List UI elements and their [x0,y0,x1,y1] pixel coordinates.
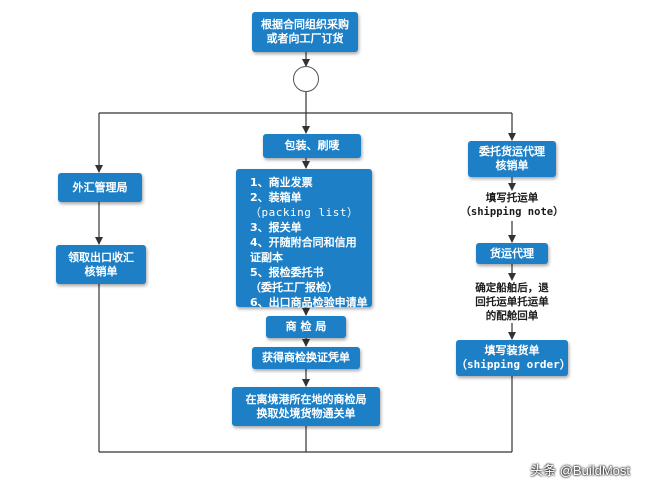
forwarder-node: 货运代理 [476,243,548,264]
forwarder-verification-node: 委托货运代理 核销单 [468,141,556,177]
start-node: 根据合同组织采购 或者向工厂订货 [252,12,358,52]
document-item: （委托工厂报检） [250,281,338,294]
document-item: 3、报关单 [250,221,302,234]
inspection-bureau-node: 商 检 局 [266,316,346,338]
receive-verification-node: 领取出口收汇 核销单 [56,245,146,284]
shipping-order-node: 填写装货单 （shipping order） [456,340,571,376]
document-item: （packing list） [250,206,359,219]
exchange-node: 在离境港所在地的商检局 换取处境货物通关单 [232,387,380,426]
watermark: 头条 @BuildMost [530,463,630,478]
document-item: 4、开随附合同和信用 证副本 [250,236,357,264]
document-item: 2、装箱单 [250,191,302,204]
document-item: 5、报检委托书 [250,266,324,279]
document-item: 1、商业发票 [250,176,313,189]
certificate-node: 获得商检换证凭单 [252,347,360,369]
documents-list: 1、商业发票 2、装箱单 （packing list） 3、报关单 4、开随附合… [236,169,372,309]
fill-booking-note: 填写托运单 （shipping note） [460,192,564,218]
forex-bureau-node: 外汇管理局 [58,173,142,202]
junction-circle [293,66,319,92]
packing-node: 包装、刷唛 [263,134,361,158]
document-item: 6、出口商品检验申请单 [250,296,368,309]
confirm-ship-note: 确定船舶后，退 回托运单托运单 的配舱回单 [475,282,549,322]
